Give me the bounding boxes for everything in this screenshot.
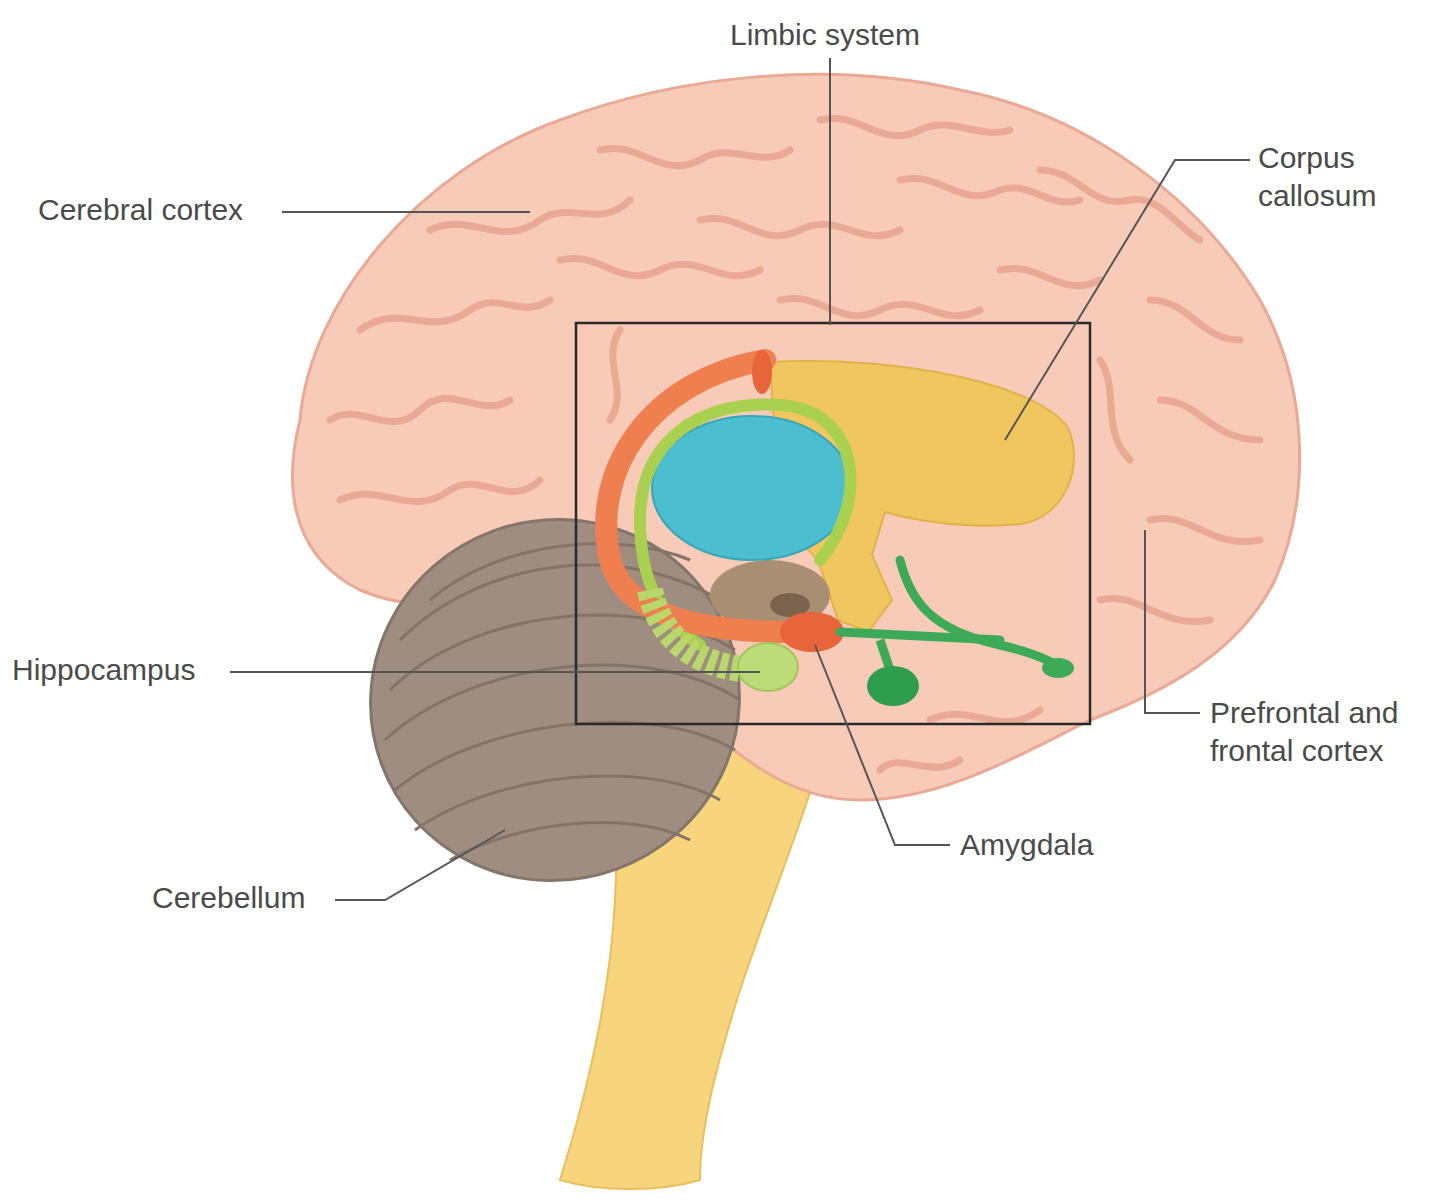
part-label: Cerebellum — [152, 879, 352, 917]
part-label: Amygdala — [960, 826, 1140, 864]
part-label: Limbic system — [730, 16, 1030, 54]
leader-lines — [230, 58, 1250, 900]
part-label: Corpus callosum — [1258, 139, 1408, 215]
part-label: Hippocampus — [12, 651, 232, 689]
part-label: Prefrontal and frontal cortex — [1210, 694, 1430, 770]
part-label: Cerebral cortex — [38, 191, 298, 229]
region-box — [576, 323, 1090, 724]
limbic-structures — [606, 350, 1074, 706]
